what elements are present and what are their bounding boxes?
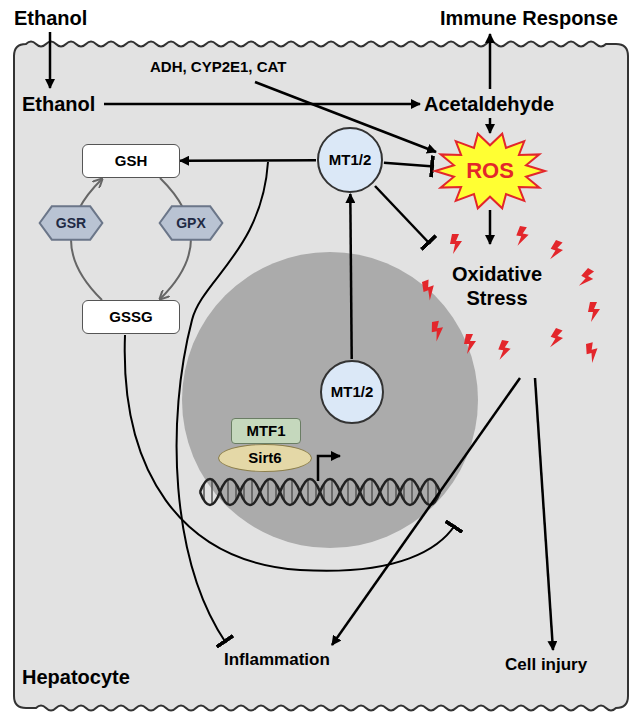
node-text: GPX [176,215,206,231]
ros-burst: ROS [434,132,546,210]
stress-bolts [420,226,601,364]
output-label: Immune Response [440,6,618,30]
sirt6-ellipse: Sirt6 [218,444,312,472]
dna-rung [307,480,309,505]
node-text: GSH [115,152,148,169]
dna-rung [387,480,389,505]
metabolite-box: GSH [82,144,180,178]
dna-rung [371,480,373,505]
transcription-arrow [318,456,340,481]
dna-rung [347,480,349,505]
metabolite-box: GSSG [82,300,180,334]
inhibition-line [125,335,455,571]
node-text: MTF1 [246,422,285,439]
outcome-label: Inflammation [224,650,330,670]
dna-rung [227,480,229,505]
state-label: Oxidative Stress [438,262,556,310]
dna-rung [427,480,429,505]
arrow-connector [350,194,351,359]
stress-injury-arrow [535,378,553,650]
enzyme-hexagon: GSR [39,206,103,240]
shape-outline [40,206,103,239]
node-text: Hepatocyte [22,666,130,689]
protein-circle: MT1/2 [320,360,384,424]
enzyme-label: ADH, CYP2E1, CAT [150,58,286,76]
dna-rung [291,480,293,505]
dna-rung [251,480,253,505]
transcription-factor-box: MTF1 [231,418,301,444]
metabolite-label: Ethanol [22,92,95,116]
metabolism-arrow [104,103,420,106]
dna-strand [200,479,440,505]
dna-helix [200,479,440,505]
inhibition-connector [384,163,434,167]
node-text: ROS [466,158,514,183]
hepatocyte-cell: Hepatocyte GSH MT1/2 ROS GSR GPX GSSG MTF1 MT1/2… [14,42,628,708]
dna-rung [411,480,413,505]
dna-strand [200,479,440,505]
node-text: MT1/2 [329,151,372,168]
input-label: Ethanol [14,6,87,30]
uptake-arrow [49,32,52,88]
arrow-connector [180,159,316,162]
node-text: MT1/2 [331,383,374,400]
node-text: GSR [56,215,86,231]
hepatocyte-membrane [14,42,628,711]
enzyme-hexagon: GPX [159,206,223,240]
dna-rung [267,480,269,505]
protein-circle: MT1/2 [317,127,383,193]
dna-rung [331,480,333,505]
shape-outline [160,206,223,239]
node-text: Sirt6 [248,449,281,466]
ros-stress-arrow [489,210,492,244]
metabolite-label: Acetaldehyde [424,92,554,116]
outcome-label: Cell injury [505,655,587,675]
inhibition-line [375,186,430,244]
node-text: GSSG [109,308,152,325]
nucleus [182,252,478,548]
dna-rung [211,480,213,505]
shape-outline [435,134,545,209]
acetaldehyde-ros-arrow [489,118,492,133]
immune-arrow [489,34,492,89]
